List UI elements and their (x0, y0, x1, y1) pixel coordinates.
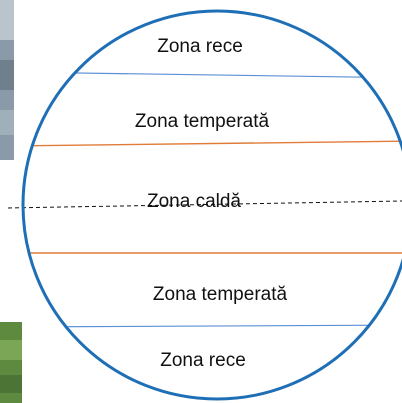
tropic-of-cancer-line (23, 140, 402, 147)
zone-label-north-cold: Zona rece (157, 36, 243, 57)
zone-label-hot: Zona caldă (147, 191, 241, 212)
north-polar-circle-line (23, 71, 402, 79)
zone-label-south-temperate: Zona temperată (153, 284, 288, 305)
left-photo-bottom-fragment (0, 322, 22, 403)
globe-disc (23, 11, 402, 399)
globe-outline (21, 9, 402, 401)
south-polar-circle-line (23, 324, 402, 328)
equator-line (7, 200, 402, 209)
left-photo-top-fragment (0, 0, 14, 160)
zone-label-south-cold: Zona rece (160, 350, 246, 371)
zone-label-north-temperate: Zona temperată (135, 111, 270, 132)
